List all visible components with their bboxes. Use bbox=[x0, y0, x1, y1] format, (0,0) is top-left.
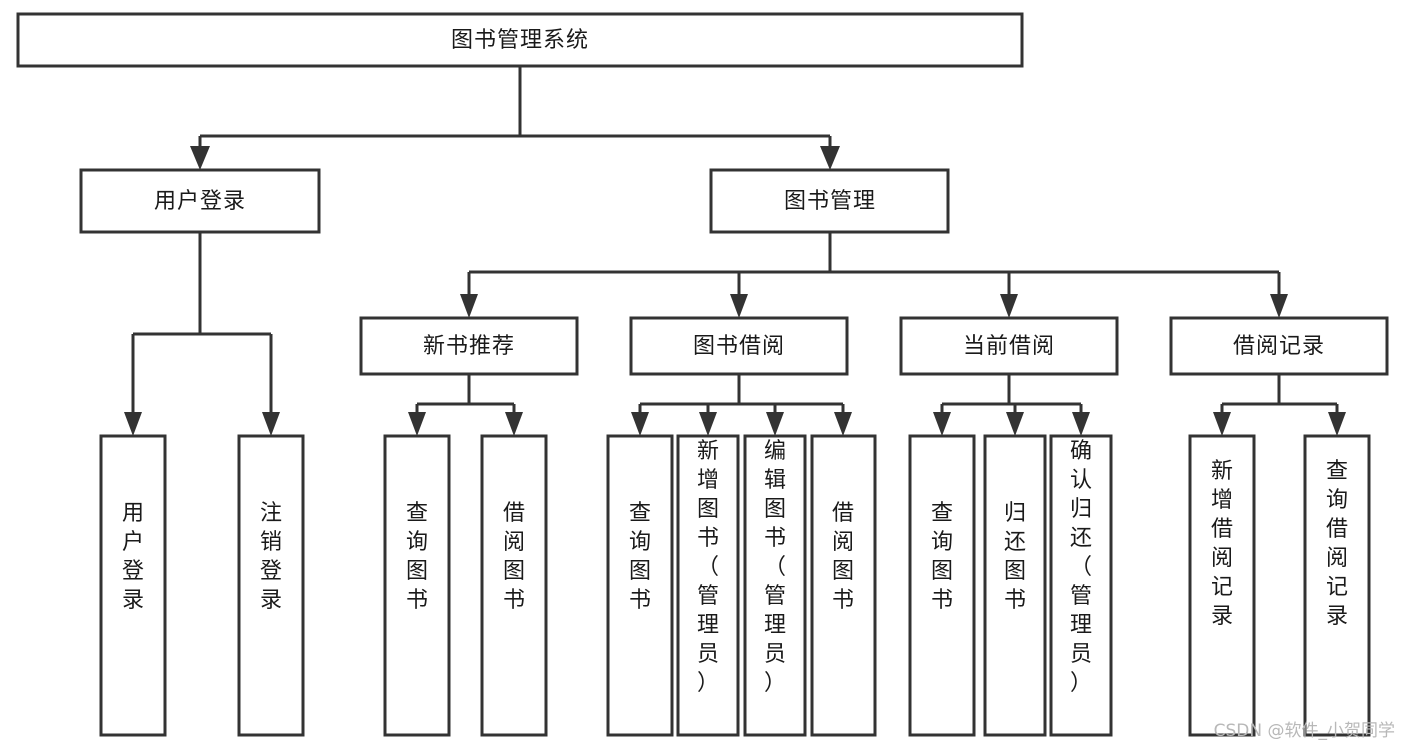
node-borrow-record[interactable]: 借阅记录 bbox=[1169, 316, 1389, 376]
arrowhead-book-manage bbox=[820, 146, 840, 170]
node-book-borrow-box[interactable] bbox=[629, 316, 849, 376]
node-leaf-query-book-2[interactable]: 查询图书 bbox=[606, 434, 674, 737]
node-new-book-recommend-label: 新书推荐 bbox=[423, 334, 515, 359]
node-leaf-add-record-box[interactable] bbox=[1188, 434, 1256, 737]
arrowhead-leaf-user-login bbox=[124, 412, 142, 436]
watermark-text: CSDN @软件_小贺同学 bbox=[1213, 721, 1395, 741]
arrowhead-leaf-query-record bbox=[1328, 412, 1346, 436]
node-leaf-query-book-3[interactable]: 查询图书 bbox=[908, 434, 976, 737]
node-leaf-confirm-return-label: 确认归还（管理员） bbox=[1070, 439, 1092, 696]
node-leaf-query-book-3-label: 查询图书 bbox=[931, 501, 953, 613]
node-leaf-user-login-box[interactable] bbox=[99, 434, 167, 737]
node-root-box[interactable] bbox=[16, 12, 1024, 68]
node-leaf-query-record[interactable]: 查询借阅记录 bbox=[1303, 434, 1371, 737]
arrowhead-leaf-query-book-3 bbox=[933, 412, 951, 436]
arrowhead-new-book-recommend bbox=[460, 294, 478, 318]
node-root[interactable]: 图书管理系统 bbox=[16, 12, 1024, 68]
arrowhead-book-borrow bbox=[730, 294, 748, 318]
node-current-borrow-box[interactable] bbox=[899, 316, 1119, 376]
node-leaf-borrow-book-2[interactable]: 借阅图书 bbox=[810, 434, 877, 737]
arrowhead-leaf-logout bbox=[262, 412, 280, 436]
node-leaf-user-login[interactable]: 用户登录 bbox=[99, 434, 167, 737]
node-leaf-confirm-return[interactable]: 确认归还（管理员） bbox=[1049, 434, 1113, 737]
node-user-login-box[interactable] bbox=[79, 168, 321, 234]
node-leaf-query-book-1-label: 查询图书 bbox=[406, 501, 428, 613]
node-leaf-add-record[interactable]: 新增借阅记录 bbox=[1188, 434, 1256, 737]
node-leaf-query-book-1[interactable]: 查询图书 bbox=[383, 434, 451, 737]
arrowhead-leaf-confirm-return bbox=[1072, 412, 1090, 436]
node-new-book-recommend-box[interactable] bbox=[359, 316, 579, 376]
node-book-borrow[interactable]: 图书借阅 bbox=[629, 316, 849, 376]
node-book-manage-label: 图书管理 bbox=[784, 189, 876, 214]
node-book-manage-box[interactable] bbox=[709, 168, 950, 234]
node-leaf-confirm-return-box[interactable] bbox=[1049, 434, 1113, 737]
arrowhead-leaf-query-book-2 bbox=[631, 412, 649, 436]
node-leaf-query-record-label: 查询借阅记录 bbox=[1326, 459, 1348, 629]
arrowhead-current-borrow bbox=[1000, 294, 1018, 318]
node-leaf-edit-book-box[interactable] bbox=[743, 434, 807, 737]
arrowhead-leaf-borrow-book-2 bbox=[834, 412, 852, 436]
node-leaf-logout[interactable]: 注销登录 bbox=[237, 434, 305, 737]
arrowhead-leaf-query-book-1 bbox=[408, 412, 426, 436]
node-leaf-add-book-box[interactable] bbox=[676, 434, 740, 737]
node-leaf-query-book-3-box[interactable] bbox=[908, 434, 976, 737]
node-leaf-query-record-box[interactable] bbox=[1303, 434, 1371, 737]
node-leaf-borrow-book-2-box[interactable] bbox=[810, 434, 877, 737]
node-current-borrow[interactable]: 当前借阅 bbox=[899, 316, 1119, 376]
node-root-label: 图书管理系统 bbox=[451, 28, 589, 53]
node-book-manage[interactable]: 图书管理 bbox=[709, 168, 950, 234]
node-current-borrow-label: 当前借阅 bbox=[963, 334, 1055, 359]
arrowhead-leaf-borrow-book-1 bbox=[505, 412, 523, 436]
node-borrow-record-label: 借阅记录 bbox=[1233, 334, 1325, 359]
connector-layer bbox=[124, 66, 1346, 436]
node-leaf-return-book[interactable]: 归还图书 bbox=[983, 434, 1047, 737]
node-leaf-return-book-label: 归还图书 bbox=[1004, 501, 1026, 613]
node-leaf-logout-label: 注销登录 bbox=[260, 501, 282, 613]
node-leaf-add-book[interactable]: 新增图书（管理员） bbox=[676, 434, 740, 737]
arrowhead-user-login bbox=[190, 146, 210, 170]
node-leaf-query-book-2-label: 查询图书 bbox=[629, 501, 651, 613]
node-user-login[interactable]: 用户登录 bbox=[79, 168, 321, 234]
arrowhead-leaf-add-record bbox=[1213, 412, 1231, 436]
node-new-book-recommend[interactable]: 新书推荐 bbox=[359, 316, 579, 376]
node-leaf-borrow-book-2-label: 借阅图书 bbox=[832, 501, 854, 613]
node-leaf-borrow-book-1-box[interactable] bbox=[480, 434, 548, 737]
node-book-borrow-label: 图书借阅 bbox=[693, 334, 785, 359]
arrowhead-leaf-edit-book bbox=[766, 412, 784, 436]
node-leaf-query-book-2-box[interactable] bbox=[606, 434, 674, 737]
node-leaf-edit-book-label: 编辑图书（管理员） bbox=[764, 439, 786, 696]
node-leaf-user-login-label: 用户登录 bbox=[122, 501, 144, 613]
arrowhead-borrow-record bbox=[1270, 294, 1288, 318]
node-leaf-borrow-book-1-label: 借阅图书 bbox=[503, 501, 525, 613]
node-leaf-add-book-label: 新增图书（管理员） bbox=[697, 439, 719, 696]
node-leaf-borrow-book-1[interactable]: 借阅图书 bbox=[480, 434, 548, 737]
arrowhead-leaf-add-book bbox=[699, 412, 717, 436]
arrowhead-leaf-return-book bbox=[1006, 412, 1024, 436]
node-leaf-query-book-1-box[interactable] bbox=[383, 434, 451, 737]
node-user-login-label: 用户登录 bbox=[154, 189, 246, 214]
node-leaf-edit-book[interactable]: 编辑图书（管理员） bbox=[743, 434, 807, 737]
node-leaf-logout-box[interactable] bbox=[237, 434, 305, 737]
node-leaf-return-book-box[interactable] bbox=[983, 434, 1047, 737]
node-borrow-record-box[interactable] bbox=[1169, 316, 1389, 376]
node-leaf-add-record-label: 新增借阅记录 bbox=[1211, 459, 1233, 629]
